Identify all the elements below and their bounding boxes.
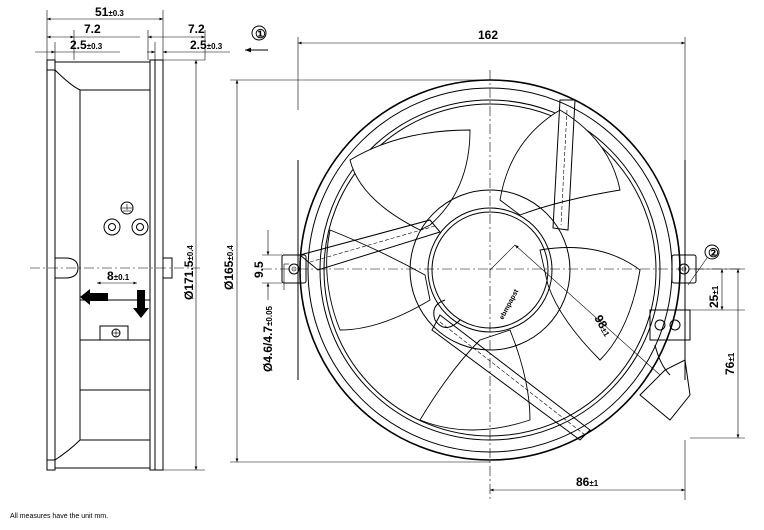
- dim-radius-98: 98±1: [591, 313, 614, 340]
- dim-terminal-offset: 8±0.1: [107, 269, 130, 283]
- rotor-label: ebmpapst: [499, 288, 521, 321]
- dim-flange-left: 7.2: [84, 22, 101, 36]
- dim-box-height: 76±1: [723, 352, 737, 375]
- callout-2: ②: [708, 246, 719, 260]
- callout-1: ①: [255, 27, 266, 41]
- dim-terminal-height: 25±1: [707, 285, 721, 308]
- dim-flange-thick-right: 2.5±0.3: [190, 38, 223, 52]
- dim-hole-diameter: Ø4.6/4.7±0.05: [261, 305, 275, 372]
- footnote: All measures have the unit mm.: [10, 513, 109, 520]
- dim-width-overall: 162: [478, 28, 498, 42]
- dim-box-width: 86±1: [576, 475, 599, 489]
- dim-flange-diameter: Ø171.5±0.4: [182, 245, 196, 300]
- dim-hole-offset: 9.5: [252, 261, 266, 278]
- front-view: [230, 37, 745, 500]
- dim-depth-total: 51±0.3: [95, 5, 124, 19]
- side-view: [30, 10, 230, 471]
- dim-flange-thick-left: 2.5±0.3: [70, 38, 103, 52]
- dim-mount-circle: Ø165±0.4: [222, 245, 236, 290]
- dim-flange-right: 7.2: [188, 22, 205, 36]
